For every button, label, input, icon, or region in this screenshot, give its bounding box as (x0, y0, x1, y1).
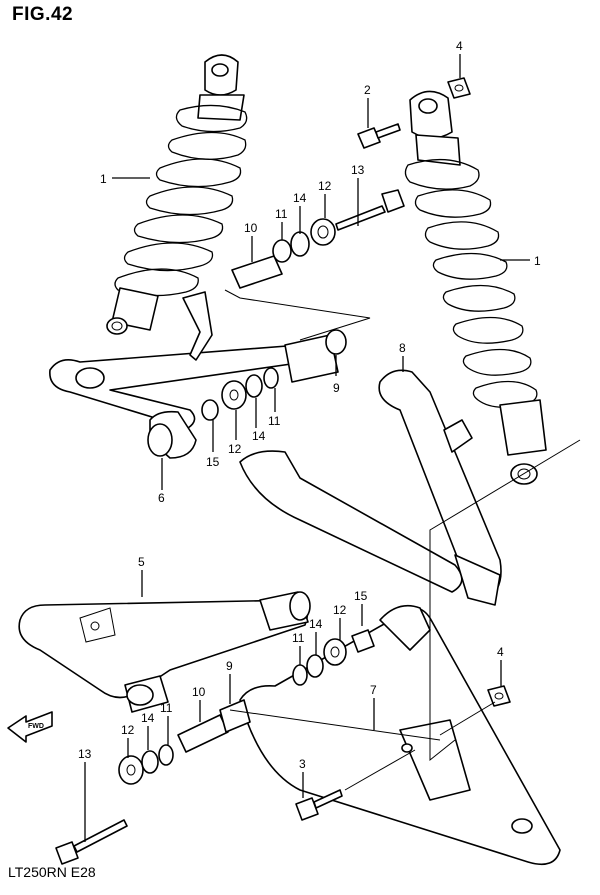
callout-14-low: 14 (309, 617, 323, 631)
callout-11-mid: 11 (268, 414, 281, 428)
callout-11-low: 11 (292, 631, 305, 645)
callout-13-top: 13 (351, 163, 365, 177)
fwd-label: FWD (28, 723, 44, 730)
callout-3: 3 (299, 757, 306, 771)
callout-11-top: 11 (275, 207, 288, 221)
callout-4-top: 4 (456, 39, 463, 53)
callout-12-low: 12 (333, 603, 347, 617)
upper-arm-right (239, 369, 502, 606)
callout-12-bottom: 12 (121, 723, 135, 737)
callout-4-low: 4 (497, 645, 504, 659)
callout-14-top: 14 (293, 191, 307, 205)
callout-14-bottom: 14 (141, 711, 155, 725)
callout-6: 6 (158, 491, 165, 505)
callout-12-mid: 12 (228, 442, 242, 456)
callout-13-bottom: 13 (78, 747, 92, 761)
callout-11-bottom: 11 (160, 701, 173, 715)
callout-2: 2 (364, 83, 371, 97)
callout-5: 5 (138, 555, 145, 569)
upper-arm-left (49, 291, 347, 459)
leader-lines (84, 54, 530, 842)
callout-9-low: 9 (226, 659, 233, 673)
fwd-arrow-icon: FWD (7, 711, 53, 743)
callout-9-mid: 9 (333, 381, 340, 395)
shock-absorber-right (404, 90, 547, 485)
callout-14-mid: 14 (252, 429, 266, 443)
callout-12-top: 12 (318, 179, 332, 193)
callout-8: 8 (399, 341, 406, 355)
callout-10-low: 10 (192, 685, 206, 699)
callout-1-right: 1 (534, 254, 541, 268)
callout-10-top: 10 (244, 221, 258, 235)
callout-15-low: 15 (354, 589, 368, 603)
callout-15-mid: 15 (206, 455, 220, 469)
figure-title: FIG.42 (12, 4, 74, 25)
assembly-guides (224, 289, 581, 791)
shock-absorber-left (106, 54, 248, 335)
lower-arm-left (18, 591, 311, 713)
lower-arm-right (239, 604, 561, 866)
hardware (55, 77, 511, 865)
callout-7: 7 (370, 683, 377, 697)
callout-1-left: 1 (100, 172, 107, 186)
callouts: 1 1 2 4 13 12 14 11 10 8 9 11 14 12 15 6… (78, 39, 541, 771)
model-code: LT250RN E28 (8, 864, 96, 880)
